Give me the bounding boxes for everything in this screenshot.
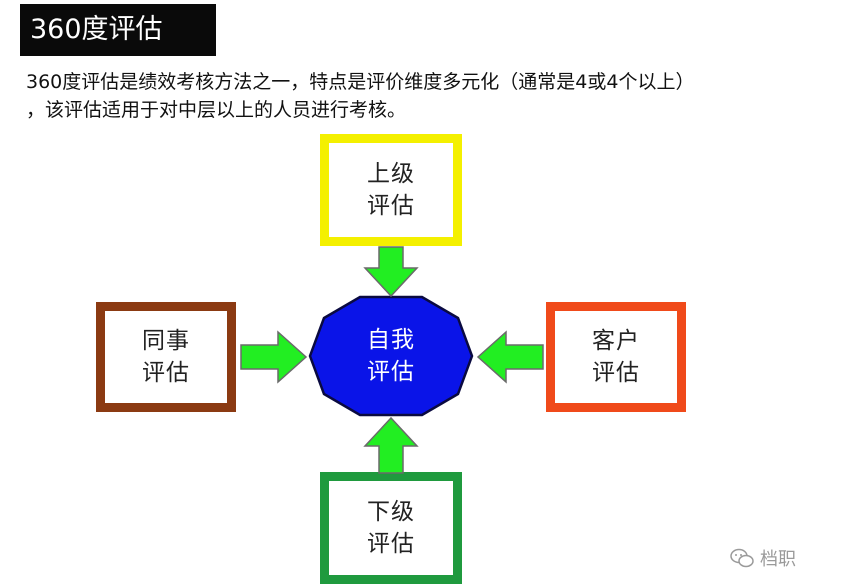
superior-evaluation-line-2: 评估 (367, 193, 415, 219)
peer-evaluation-label: 同事 评估 (132, 325, 201, 389)
subordinate-evaluation-label: 下级 评估 (357, 496, 426, 560)
arrow-down-shape (363, 246, 419, 298)
watermark: 档职 (730, 546, 848, 570)
subordinate-evaluation-line-1: 下级 (367, 499, 415, 525)
self-evaluation-line-1: 自我 (367, 327, 415, 353)
arrow-right-shape (240, 330, 308, 384)
customer-evaluation-label: 客户 评估 (582, 325, 651, 389)
wechat-chat-icon (730, 548, 754, 568)
arrow-up-shape (363, 416, 419, 474)
self-evaluation-label-wrap: 自我 评估 (308, 294, 474, 418)
arrow-down-icon (363, 246, 419, 298)
self-evaluation-shape (308, 295, 474, 417)
self-evaluation-polygon (308, 295, 474, 417)
superior-evaluation-box: 上级 评估 (320, 134, 462, 246)
self-evaluation-line-2: 评估 (367, 359, 415, 385)
page-title: 360度评估 (20, 4, 216, 56)
peer-evaluation-line-1: 同事 (142, 328, 190, 354)
arrow-right-icon (240, 330, 308, 384)
arrow-left-icon (476, 330, 544, 384)
subordinate-evaluation-box: 下级 评估 (320, 472, 462, 584)
description-text: 360度评估是绩效考核方法之一，特点是评价维度多元化（通常是4或4个以上） ，该… (26, 68, 838, 124)
self-evaluation-label: 自我 评估 (357, 324, 426, 388)
customer-evaluation-box: 客户 评估 (546, 302, 686, 412)
arrow-up-icon (363, 416, 419, 474)
customer-evaluation-line-1: 客户 (592, 328, 640, 354)
customer-evaluation-line-2: 评估 (592, 360, 640, 386)
watermark-text: 档职 (760, 549, 796, 570)
arrow-left-shape (476, 330, 544, 384)
peer-evaluation-box: 同事 评估 (96, 302, 236, 412)
superior-evaluation-line-1: 上级 (367, 161, 415, 187)
subordinate-evaluation-line-2: 评估 (367, 531, 415, 557)
superior-evaluation-label: 上级 评估 (357, 158, 426, 222)
peer-evaluation-line-2: 评估 (142, 360, 190, 386)
description-line-1: 360度评估是绩效考核方法之一，特点是评价维度多元化（通常是4或4个以上） (26, 71, 695, 93)
description-line-2: ，该评估适用于对中层以上的人员进行考核。 (26, 99, 407, 121)
